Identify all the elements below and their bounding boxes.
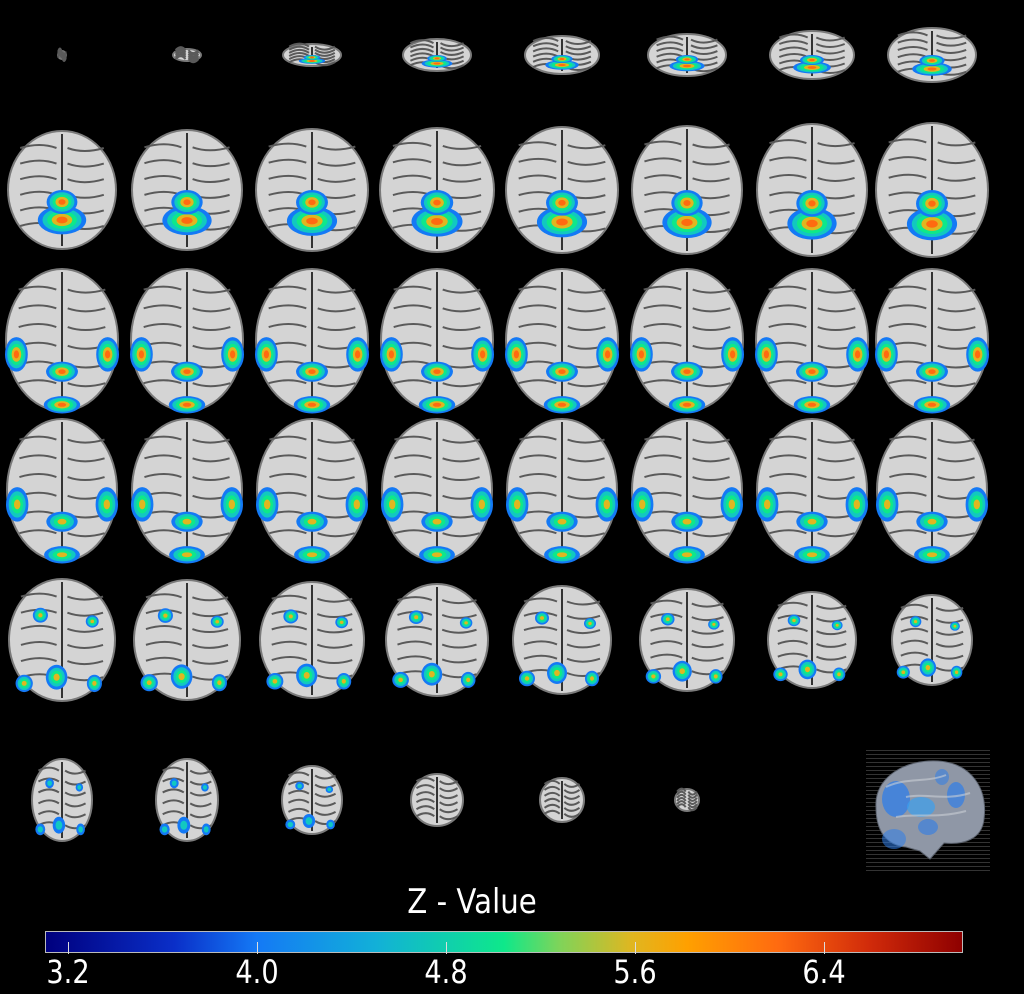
brain-slice — [891, 594, 973, 686]
brain-slice — [380, 268, 494, 414]
brain-slice — [505, 268, 619, 414]
colorbar-tick — [824, 942, 825, 954]
brain-slice — [887, 27, 977, 83]
brain-slice — [379, 127, 495, 253]
brain-slice — [256, 418, 368, 564]
brain-slice — [381, 418, 493, 564]
brain-slice — [131, 129, 243, 251]
brain-slice — [875, 122, 989, 258]
colorbar-tick-label: 3.2 — [46, 953, 90, 991]
brain-slice — [524, 35, 600, 75]
brain-slice — [5, 268, 119, 414]
brain-slice — [155, 758, 219, 842]
brain-3d-render — [866, 747, 990, 873]
brain-slice — [756, 418, 868, 564]
brain-slice — [769, 30, 855, 80]
colorbar-tick — [635, 942, 636, 954]
brain-slice — [31, 758, 93, 842]
brain-slice — [259, 581, 365, 699]
brain-slice — [631, 125, 743, 255]
brain-slice — [755, 268, 869, 414]
brain-slice — [8, 578, 116, 702]
brain-slice — [410, 773, 464, 827]
brain-slice — [255, 268, 369, 414]
brain-slice — [767, 591, 857, 689]
brain-slice — [756, 123, 868, 257]
brain-slice — [131, 418, 243, 564]
brain-slice — [512, 585, 612, 695]
brain-slice — [639, 588, 735, 692]
colorbar-tick — [446, 942, 447, 954]
brain-slice — [402, 38, 472, 72]
colorbar-tick — [257, 942, 258, 954]
brain-slice — [172, 46, 202, 64]
brain-slice — [133, 579, 241, 701]
brain-slice — [539, 777, 585, 823]
brain-slice — [57, 47, 67, 62]
brain-slice — [385, 583, 489, 697]
colorbar-tick-label: 5.6 — [613, 953, 657, 991]
brain-slice — [630, 268, 744, 414]
slice-montage — [5, 27, 989, 842]
brain-slice — [281, 765, 343, 835]
brain-slice — [631, 418, 743, 564]
brain-slice — [875, 268, 989, 414]
brain-slice — [282, 42, 342, 67]
colorbar-tick-label: 4.8 — [424, 953, 468, 991]
brain-slice — [876, 418, 988, 564]
brain-slice — [674, 787, 700, 812]
colorbar-tick — [68, 942, 69, 954]
colorbar-title: Z - Value — [407, 882, 537, 922]
brain-slice — [130, 268, 244, 414]
brain-slice — [6, 418, 119, 564]
colorbar-tick-label: 4.0 — [235, 953, 279, 991]
brain-slice — [255, 128, 369, 252]
brain-slice — [505, 126, 619, 254]
brain-slice — [506, 418, 618, 564]
colorbar — [45, 931, 963, 953]
brain-slice — [7, 130, 117, 250]
brain-slice — [647, 33, 727, 77]
colorbar-tick-label: 6.4 — [802, 953, 846, 991]
